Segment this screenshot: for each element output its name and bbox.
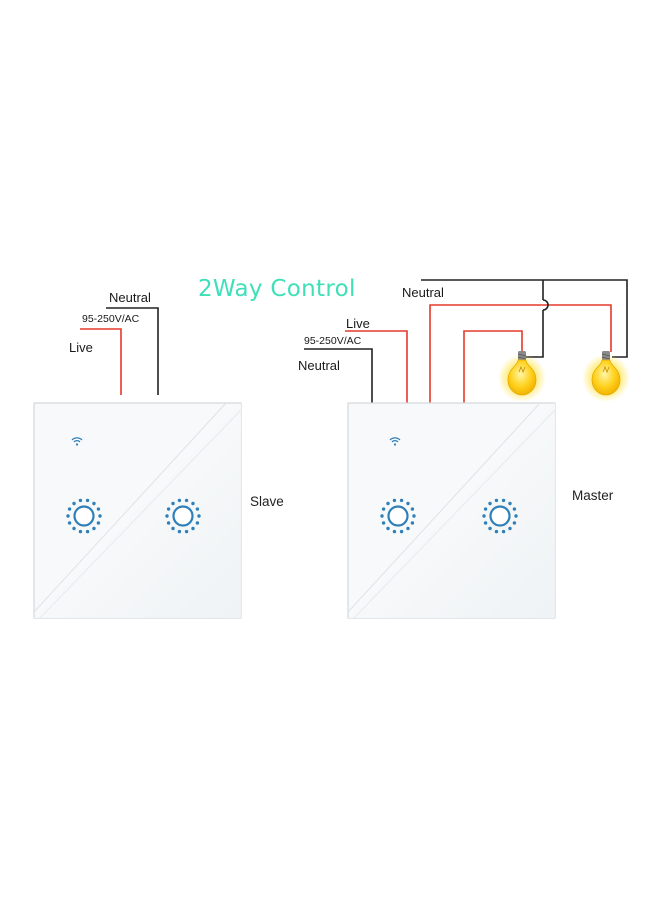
touch-ring-icon [489, 505, 511, 527]
touch-halo-dot [92, 501, 96, 506]
touch-halo-dot [96, 521, 101, 525]
wifi-icon [389, 437, 401, 446]
touch-halo-dot [66, 514, 70, 518]
touch-ring-icon [73, 505, 95, 527]
slave-neutral-wire [106, 307, 159, 395]
touch-halo-dot [410, 521, 415, 525]
touch-halo-dot [380, 514, 384, 518]
touch-halo-dot [488, 501, 492, 506]
touch-halo-dot [381, 507, 386, 511]
master-panel [347, 402, 556, 619]
slave-panel-label: Slave [250, 494, 284, 509]
touch-halo-dot [508, 501, 512, 506]
slave-touch-button-1 [66, 498, 102, 534]
master-panel-label: Master [572, 488, 614, 503]
slave-live-wire [80, 328, 122, 395]
touch-halo-dot [184, 529, 189, 534]
touch-halo-dot [501, 498, 506, 503]
touch-halo-dot [399, 498, 404, 503]
touch-halo-dot [501, 529, 506, 534]
touch-halo-dot [386, 526, 390, 531]
touch-halo-dot [392, 498, 397, 503]
touch-halo-dot [177, 498, 182, 503]
slave-panel [33, 402, 242, 619]
touch-halo-dot [96, 507, 101, 511]
touch-halo-dot [494, 498, 499, 503]
master-neutral-label-left: Neutral [298, 358, 340, 373]
light-bulb-2 [582, 351, 630, 402]
master-live-wire [345, 330, 408, 403]
touch-halo-dot [171, 501, 175, 506]
master-wires [304, 279, 628, 403]
touch-halo-dot [482, 514, 486, 518]
master-live-label: Live [346, 316, 370, 331]
slave-touch-button-2 [165, 498, 201, 534]
wifi-icon [71, 437, 83, 446]
touch-ring-icon [387, 505, 409, 527]
touch-halo-dot [508, 526, 512, 531]
touch-halo-dot [92, 526, 96, 531]
touch-halo-dot [514, 514, 518, 518]
touch-halo-dot [392, 529, 397, 534]
touch-halo-dot [67, 507, 72, 511]
touch-halo-dot [171, 526, 175, 531]
touch-halo-dot [381, 521, 386, 525]
touch-halo-dot [85, 498, 90, 503]
page-title: 2Way Control [198, 276, 356, 302]
master-touch-button-2 [482, 498, 518, 534]
touch-ring-icon [172, 505, 194, 527]
touch-halo-dot [512, 521, 517, 525]
touch-halo-dot [191, 501, 195, 506]
touch-halo-dot [85, 529, 90, 534]
master-voltage-label: 95-250V/AC [304, 335, 362, 347]
touch-halo-dot [386, 501, 390, 506]
touch-halo-dot [67, 521, 72, 525]
touch-halo-dot [195, 507, 200, 511]
master-touch-button-1 [380, 498, 416, 534]
touch-halo-dot [72, 501, 76, 506]
master-neutral-wire-left [304, 348, 373, 403]
touch-halo-dot [483, 507, 488, 511]
touch-halo-dot [494, 529, 499, 534]
touch-halo-dot [399, 529, 404, 534]
touch-halo-dot [166, 507, 171, 511]
touch-halo-dot [184, 498, 189, 503]
touch-halo-dot [165, 514, 169, 518]
slave-neutral-label: Neutral [109, 290, 151, 305]
touch-halo-dot [406, 526, 410, 531]
touch-halo-dot [410, 507, 415, 511]
slave-wires [80, 307, 159, 395]
touch-halo-dot [488, 526, 492, 531]
slave-live-label: Live [69, 340, 93, 355]
touch-halo-dot [197, 514, 201, 518]
touch-halo-dot [78, 498, 83, 503]
slave-voltage-label: 95-250V/AC [82, 313, 140, 325]
light-bulb-1 [498, 351, 546, 402]
master-neutral-label-top: Neutral [402, 285, 444, 300]
touch-halo-dot [195, 521, 200, 525]
touch-halo-dot [412, 514, 416, 518]
touch-halo-dot [191, 526, 195, 531]
touch-halo-dot [78, 529, 83, 534]
touch-halo-dot [98, 514, 102, 518]
master-neutral-bus [421, 279, 628, 358]
master-output-wire-1 [463, 330, 523, 403]
touch-halo-dot [166, 521, 171, 525]
touch-halo-dot [72, 526, 76, 531]
touch-halo-dot [483, 521, 488, 525]
touch-halo-dot [406, 501, 410, 506]
master-output-wire-2 [429, 304, 612, 403]
touch-halo-dot [512, 507, 517, 511]
touch-halo-dot [177, 529, 182, 534]
